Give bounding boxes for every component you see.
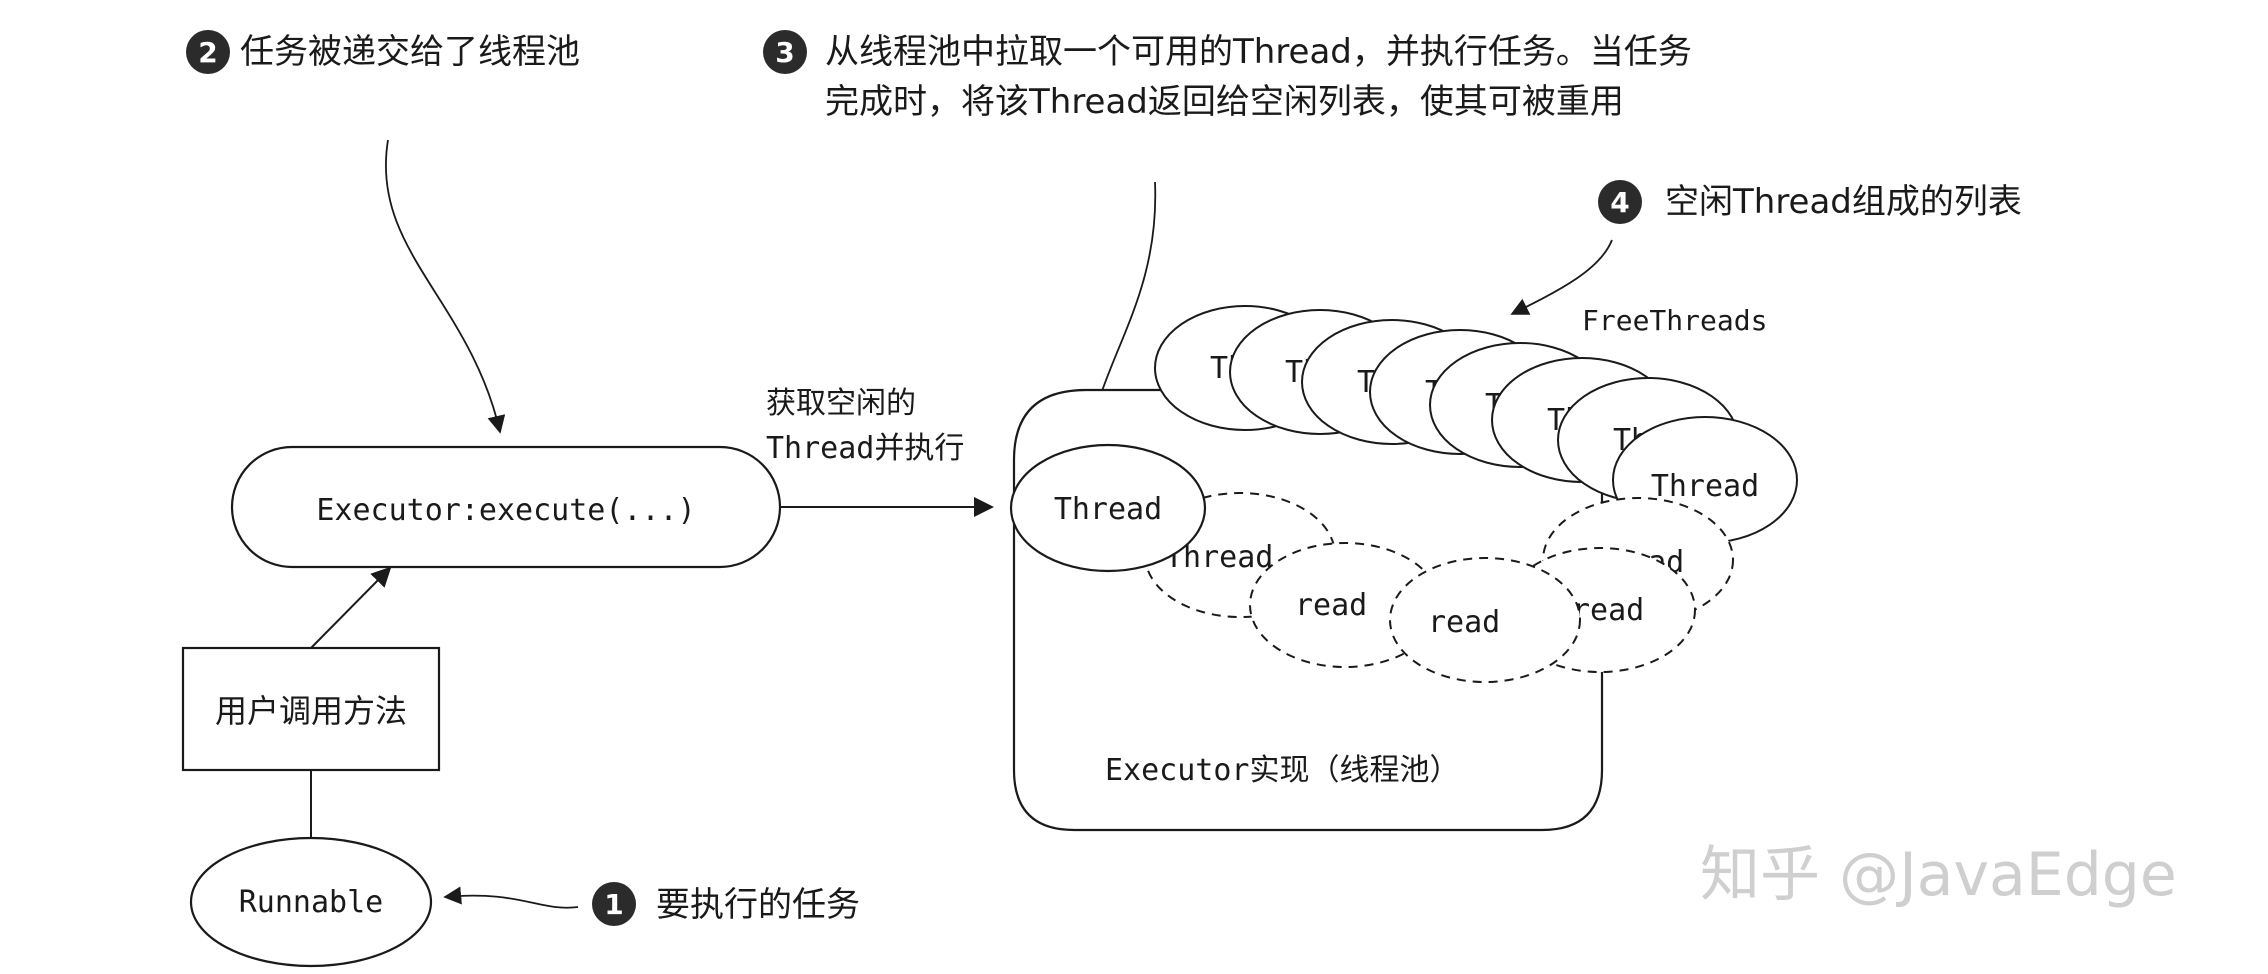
- active-thread: Thread: [1009, 443, 1207, 573]
- callout-3-text-line1: 从线程池中拉取一个可用的Thread，并执行任务。当任务: [825, 32, 1692, 72]
- free-thread-label: Thread: [1651, 469, 1759, 504]
- busy-thread-list: Thread read read read read: [1144, 492, 1734, 683]
- callout-1-text: 要执行的任务: [656, 885, 860, 925]
- thread-pool-label: Executor实现（线程池）: [1105, 753, 1460, 788]
- executor-execute-label: Executor:execute(...): [316, 493, 695, 528]
- callout-2-text: 任务被递交给了线程池: [240, 32, 580, 72]
- executor-execute-node: Executor:execute(...): [230, 445, 782, 569]
- callout-3-text-line2: 完成时，将该Thread返回给空闲列表，使其可被重用: [825, 82, 1624, 122]
- dispatch-label-line1: 获取空闲的: [766, 386, 916, 421]
- callout-3: 3 从线程池中拉取一个可用的Thread，并执行任务。当任务 完成时，将该Thr…: [763, 30, 1692, 122]
- free-threads-label: FreeThreads: [1582, 304, 1767, 337]
- callout-1: 1 要执行的任务: [592, 882, 860, 926]
- free-thread-list: Th Th Th Th Th Th Th Thread: [1154, 305, 1798, 544]
- callout-4-text: 空闲Thread组成的列表: [1665, 182, 2022, 222]
- callout-3-bullet: [763, 30, 807, 74]
- callout-1-leader: [443, 886, 579, 909]
- runnable-label: Runnable: [239, 885, 384, 920]
- busy-thread-label: read: [1572, 593, 1644, 628]
- busy-thread-label: read: [1428, 605, 1500, 640]
- active-thread-label: Thread: [1054, 492, 1162, 527]
- callout-4-bullet: [1598, 180, 1642, 224]
- busy-thread: read: [1389, 557, 1581, 683]
- busy-thread-label: read: [1295, 588, 1367, 623]
- callout-4: 4 空闲Thread组成的列表: [1598, 180, 2022, 224]
- callout-4-leader: [1510, 239, 1613, 315]
- callout-1-number: 1: [604, 888, 623, 921]
- dispatch-label-line2: Thread并执行: [766, 431, 964, 466]
- callout-2-leader: [385, 139, 506, 434]
- user-method-box: 用户调用方法: [181, 646, 441, 772]
- callout-4-number: 4: [1610, 186, 1629, 219]
- callout-2: 2 任务被递交给了线程池: [186, 30, 580, 74]
- runnable-node: Runnable: [189, 836, 433, 968]
- user-to-executor-arrow: [310, 566, 392, 649]
- callout-2-number: 2: [198, 36, 217, 69]
- callout-1-bullet: [592, 882, 636, 926]
- watermark: 知乎 @JavaEdge: [1700, 840, 2177, 910]
- callout-2-bullet: [186, 30, 230, 74]
- user-method-label: 用户调用方法: [215, 692, 407, 730]
- callout-3-number: 3: [775, 36, 794, 69]
